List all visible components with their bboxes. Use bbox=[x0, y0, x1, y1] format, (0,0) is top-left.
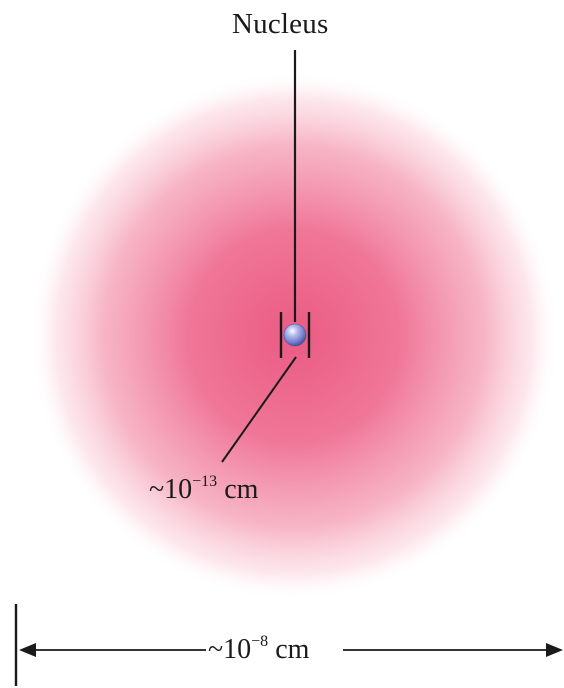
atom-size-unit: cm bbox=[275, 634, 310, 665]
nucleus-size-exponent: −13 bbox=[192, 473, 218, 490]
nucleus-label: Nucleus bbox=[232, 10, 328, 39]
nucleus-label-text: Nucleus bbox=[232, 8, 329, 40]
arrowhead-right-icon bbox=[546, 643, 563, 657]
atom-size-label: ~10−8 cm bbox=[206, 633, 312, 665]
nucleus-size-leader-line bbox=[221, 356, 297, 463]
nucleus-size-prefix: ~10 bbox=[149, 474, 193, 505]
nucleus-size-label: ~10−13 cm bbox=[149, 473, 259, 505]
nucleus-size-unit: cm bbox=[224, 474, 259, 505]
atom-size-prefix: ~10 bbox=[208, 634, 252, 665]
nucleus-icon bbox=[283, 323, 307, 347]
arrowhead-left-icon bbox=[19, 643, 36, 657]
atom-size-exponent: −8 bbox=[251, 633, 269, 650]
